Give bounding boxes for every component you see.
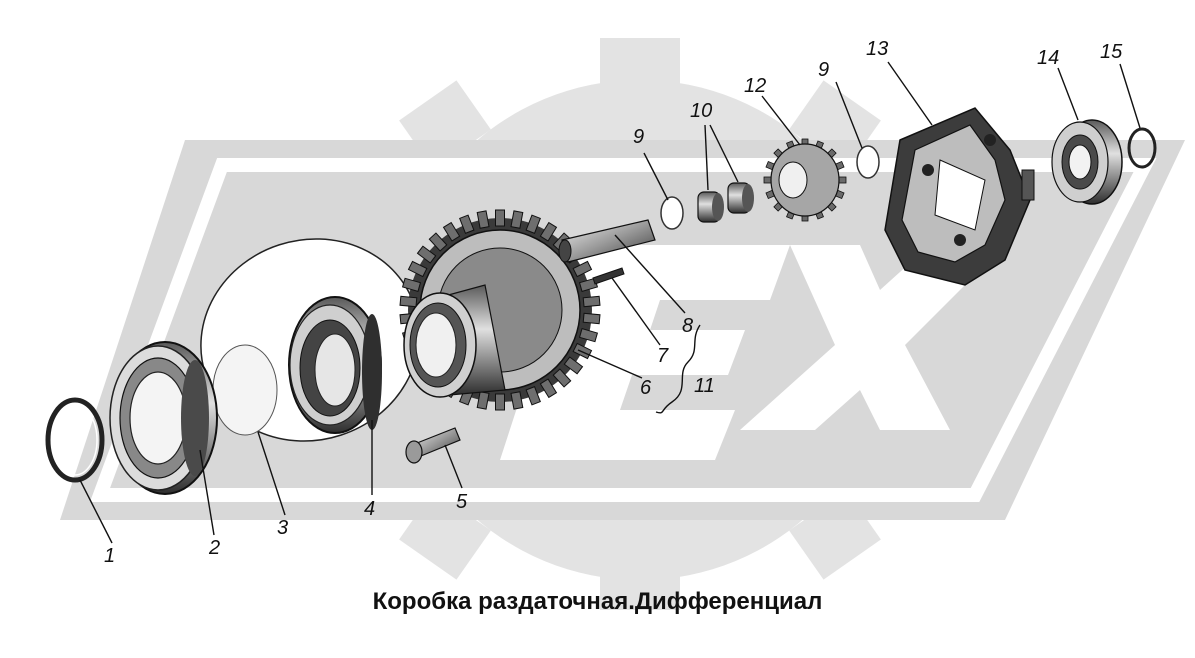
leader-3 [257,431,286,516]
leader-5 [444,444,463,489]
gear-tooth [442,221,461,242]
gear-tooth [572,260,593,278]
leader-10a [704,124,709,191]
callout-4: 4 [364,498,375,520]
callout-9b: 9 [818,59,829,81]
gear-tooth [539,378,558,399]
leader-13 [887,61,933,126]
callout-9a: 9 [633,126,644,148]
callouts: 1 2 3 4 5 6 7 8 9 9 10 11 12 13 14 15 [79,38,1141,567]
part-9-washer-left [660,196,684,230]
part-9-washer-right [856,145,880,179]
leader-12 [761,95,801,146]
leader-15 [1119,63,1141,129]
gear-tooth [552,368,572,388]
callout-12: 12 [744,75,766,97]
callout-6: 6 [640,377,652,399]
diagram-caption: Коробка раздаточная.Дифференциал [372,588,823,615]
gear-tooth [539,221,558,242]
watermark-letter-x [740,245,1005,430]
leader-7 [611,277,661,346]
part-13-differential-housing [884,107,1035,286]
leader-1 [79,479,113,544]
callout-8: 8 [682,315,693,337]
callout-2: 2 [208,537,220,559]
leader-6 [577,349,643,379]
part-2-roller-bearing [109,341,218,495]
leader-8 [614,234,686,314]
gear-tooth [401,277,422,292]
callout-1: 1 [104,545,115,567]
gear-tooth [476,391,490,410]
gear-tooth [495,209,505,227]
gear-tooth [428,232,448,252]
gear-tooth [399,295,418,308]
gear-tooth [510,210,524,229]
gear-tooth [582,295,601,308]
part-12-pinion-gear [763,138,847,222]
part-6-ring-gear [399,209,601,411]
part-1-snap-ring [45,397,105,483]
gear-tooth [510,391,524,410]
gear-tooth [459,214,475,234]
callout-13: 13 [866,38,888,60]
gear-tooth [416,245,437,264]
gear-tooth [495,393,505,411]
gear-tooth [476,210,490,229]
leader-2 [199,449,215,536]
part-15-snap-ring [1127,127,1157,169]
part-11-leader [655,324,701,414]
leader-9b [835,81,863,149]
callout-7: 7 [657,345,669,367]
gear-tooth [525,214,541,234]
gear-tooth [525,386,541,406]
leader-14 [1057,67,1079,121]
part-4-tapered-bearing [288,296,382,434]
leader-10b [709,124,739,183]
leader-9a [643,152,669,201]
callout-5: 5 [456,491,468,513]
callout-10: 10 [690,100,712,122]
part-7-pin [592,267,625,285]
part-8-shaft [558,219,656,263]
part-14-ball-bearing [1051,119,1123,205]
part-5-bolt [405,427,461,464]
callout-14: 14 [1037,47,1059,69]
callout-11: 11 [694,375,715,397]
callout-15: 15 [1100,41,1123,63]
gear-tooth [582,312,601,325]
gear-tooth [578,328,599,343]
gear-tooth [407,260,428,278]
callout-3: 3 [277,517,288,539]
part-10-needle-bearings [697,182,754,223]
gear-tooth [563,356,584,375]
